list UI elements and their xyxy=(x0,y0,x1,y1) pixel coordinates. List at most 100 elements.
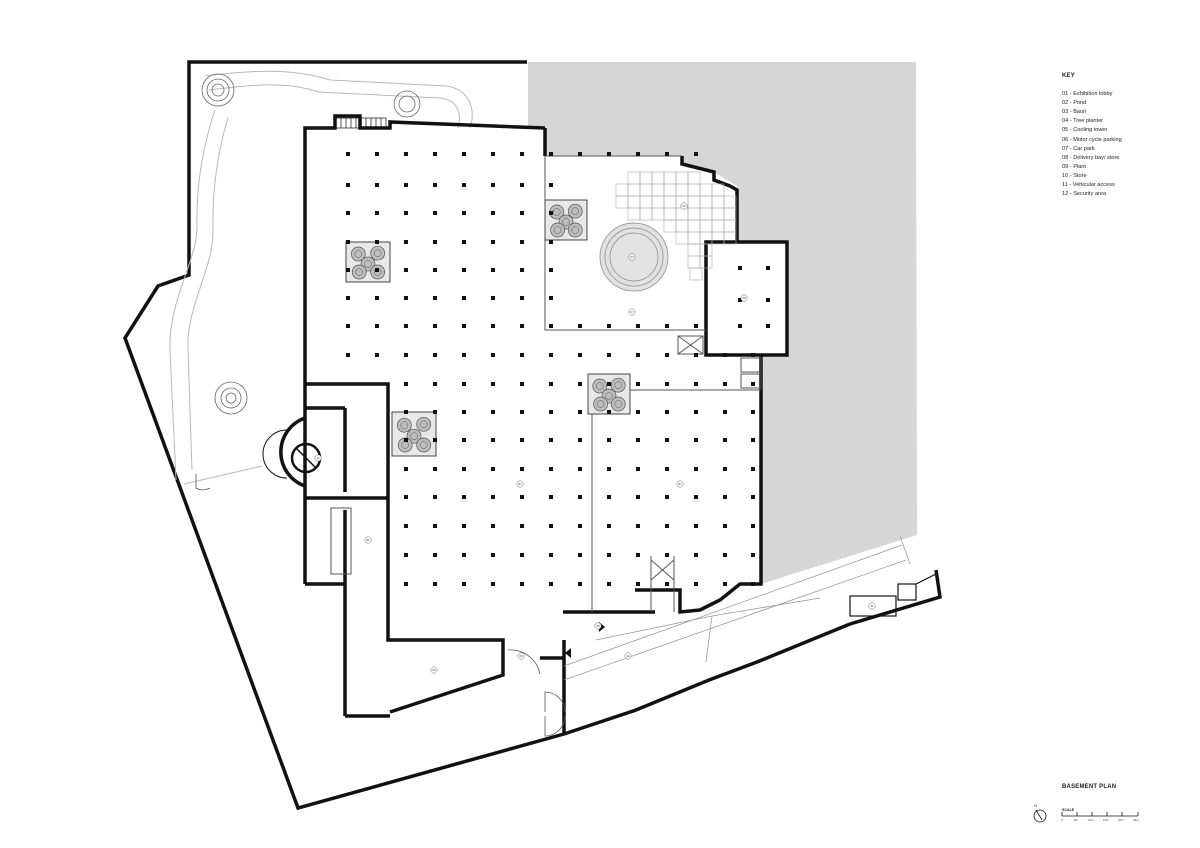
room-tag xyxy=(364,536,372,544)
tree-icon xyxy=(567,222,583,238)
north-arrow-icon xyxy=(1033,809,1047,823)
column xyxy=(491,296,495,300)
column xyxy=(520,438,524,442)
column xyxy=(549,240,553,244)
column xyxy=(462,296,466,300)
room-tag-label: 05 xyxy=(432,668,436,672)
key-item: 08 - Delivery bay/ store xyxy=(1062,154,1120,161)
column xyxy=(346,296,350,300)
column xyxy=(636,324,640,328)
column xyxy=(578,524,582,528)
room-tag xyxy=(868,602,876,610)
room-tag-label: 02 xyxy=(682,204,686,208)
column xyxy=(766,324,770,328)
tree-icon xyxy=(550,222,565,238)
column xyxy=(520,410,524,414)
column xyxy=(462,353,466,357)
room-tag-label: 07 xyxy=(518,482,522,486)
tree-icon xyxy=(370,245,386,261)
column xyxy=(607,524,611,528)
column xyxy=(520,268,524,272)
column xyxy=(375,296,379,300)
site-boundary xyxy=(123,60,942,811)
column xyxy=(549,495,553,499)
column xyxy=(491,553,495,557)
key-item: 06 - Motor cycle parking xyxy=(1062,136,1122,143)
column xyxy=(462,553,466,557)
column xyxy=(491,268,495,272)
column xyxy=(694,553,698,557)
room-tag xyxy=(740,294,748,302)
column xyxy=(462,524,466,528)
column xyxy=(549,467,553,471)
tree-icon xyxy=(416,437,432,453)
scale-tick-label: 10m xyxy=(1088,818,1094,822)
scale-tick-label: 15m xyxy=(1103,818,1109,822)
column xyxy=(520,353,524,357)
column xyxy=(607,495,611,499)
column xyxy=(462,438,466,442)
key-item: 11 - Vehicular access xyxy=(1062,182,1115,189)
column xyxy=(665,438,669,442)
column xyxy=(404,582,408,586)
column xyxy=(723,467,727,471)
column xyxy=(738,266,742,270)
column xyxy=(607,410,611,414)
column xyxy=(723,582,727,586)
column xyxy=(636,382,640,386)
column xyxy=(491,240,495,244)
column xyxy=(375,324,379,328)
cooling-tower-structure xyxy=(262,416,322,488)
column xyxy=(607,353,611,357)
column xyxy=(549,410,553,414)
room-tag xyxy=(624,652,632,660)
scale-tick-label: 0 xyxy=(1061,818,1063,822)
key-item: 02 - Pond xyxy=(1062,100,1087,107)
column xyxy=(751,524,755,528)
column xyxy=(578,382,582,386)
column xyxy=(462,467,466,471)
column xyxy=(462,152,466,156)
column xyxy=(665,410,669,414)
key-item: 09 - Plant xyxy=(1062,163,1086,170)
room-tag-label: 12 xyxy=(316,456,320,460)
scale-bar xyxy=(1061,812,1139,817)
scale-tick-label: 5m xyxy=(1074,818,1079,822)
column xyxy=(520,467,524,471)
room-tag-label: 07 xyxy=(630,310,634,314)
column xyxy=(433,382,437,386)
column xyxy=(578,152,582,156)
column xyxy=(751,582,755,586)
column xyxy=(694,152,698,156)
room-tag xyxy=(430,666,438,674)
column xyxy=(694,353,698,357)
column xyxy=(375,183,379,187)
stair xyxy=(335,117,387,129)
tree-planters xyxy=(345,199,631,457)
column xyxy=(723,353,727,357)
column xyxy=(346,211,350,215)
column xyxy=(607,152,611,156)
tree-icon xyxy=(350,246,366,262)
column xyxy=(433,553,437,557)
column xyxy=(462,324,466,328)
column xyxy=(723,524,727,528)
column xyxy=(636,467,640,471)
column xyxy=(665,582,669,586)
column xyxy=(404,353,408,357)
column xyxy=(404,296,408,300)
vehicular-ramp xyxy=(563,535,911,681)
column xyxy=(665,382,669,386)
column xyxy=(607,553,611,557)
column xyxy=(549,353,553,357)
column xyxy=(462,183,466,187)
column xyxy=(520,152,524,156)
column xyxy=(433,268,437,272)
key-legend: KEY 01 - Exhibition lobby 02 - Pond 03 -… xyxy=(1062,72,1122,199)
room-tag xyxy=(680,202,688,210)
column xyxy=(433,467,437,471)
column xyxy=(433,183,437,187)
column xyxy=(346,183,350,187)
column xyxy=(694,324,698,328)
